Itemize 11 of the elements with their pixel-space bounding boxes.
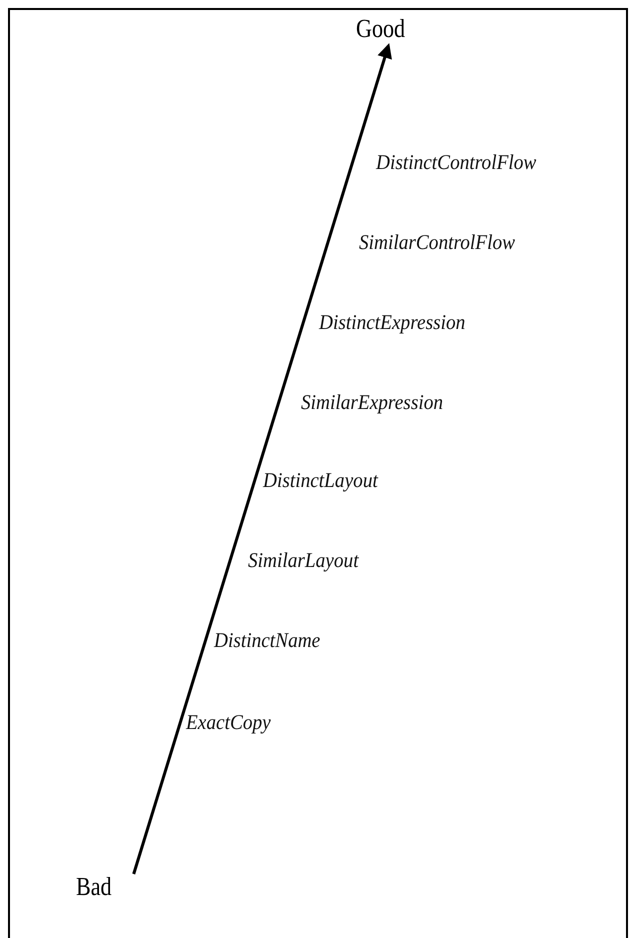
axis-end-label: Bad — [76, 874, 112, 900]
level-label: DistinctControlFlow — [376, 150, 536, 175]
level-label: SimilarLayout — [248, 548, 359, 573]
level-label: DistinctExpression — [319, 310, 466, 335]
level-label: ExactCopy — [186, 710, 271, 735]
level-label: SimilarExpression — [301, 390, 444, 415]
level-label: DistinctLayout — [263, 468, 378, 493]
arrow — [132, 43, 392, 874]
axis-end-label: Good — [356, 16, 406, 42]
level-label: SimilarControlFlow — [359, 230, 516, 255]
level-label: DistinctName — [214, 628, 320, 653]
